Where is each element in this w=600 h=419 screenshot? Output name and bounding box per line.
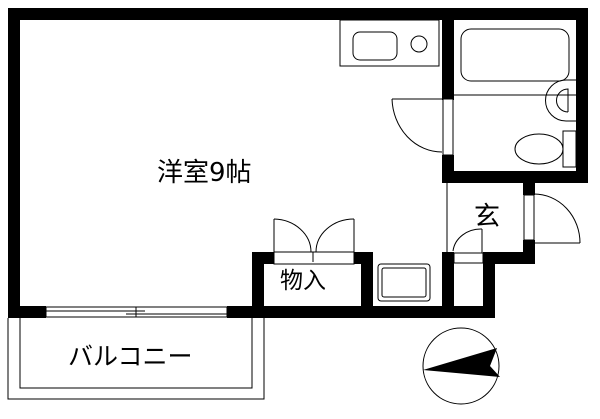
washing-machine-pan: [377, 263, 431, 302]
closet-doors: [273, 218, 355, 265]
washbasin: [545, 79, 576, 122]
compass-north-arrow-icon: [422, 327, 500, 405]
entrance-lines: [446, 183, 581, 264]
balcony: [7, 318, 265, 400]
balcony-window: [45, 306, 228, 318]
room-label-balcony: バルコニー: [68, 342, 193, 371]
room-label-western-room: 洋室9帖: [157, 158, 252, 188]
bathtub: [454, 28, 576, 96]
toilet: [514, 130, 577, 168]
kitchen-counter: [339, 19, 440, 67]
room-label-closet: 物入: [280, 268, 326, 294]
walls: [8, 8, 588, 318]
bath-door: [391, 98, 454, 156]
room-label-entrance: 玄: [474, 202, 501, 232]
